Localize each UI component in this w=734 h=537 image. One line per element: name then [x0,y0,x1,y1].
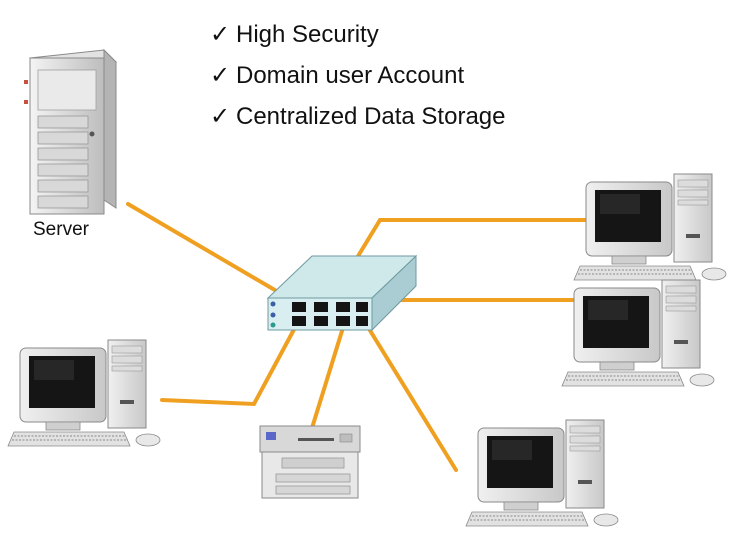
desktop-computer-icon [573,173,727,281]
checkmark-icon: ✓ [210,21,231,48]
desktop-computer-icon [7,339,161,447]
feature-item: ✓Domain user Account [210,61,505,102]
cable-desktop-left [160,320,300,407]
checkmark-icon: ✓ [210,62,231,89]
feature-item: ✓High Security [210,20,505,61]
feature-text: High Security [236,21,379,48]
cable-printer [310,316,348,430]
cable-desktop-bottom-right [364,322,458,472]
checkmark-icon: ✓ [210,103,231,130]
feature-text: Centralized Data Storage [236,103,506,130]
desktop-computer-icon [465,419,619,527]
feature-text: Domain user Account [236,62,465,89]
feature-item: ✓Centralized Data Storage [210,102,505,143]
server-icon [24,48,118,215]
printer-icon [259,425,361,499]
feature-list: ✓High Security ✓Domain user Account ✓Cen… [210,20,505,143]
network-switch-icon [266,254,418,332]
cable-server [126,202,304,308]
server-label: Server [33,219,89,240]
desktop-computer-icon [561,279,715,387]
